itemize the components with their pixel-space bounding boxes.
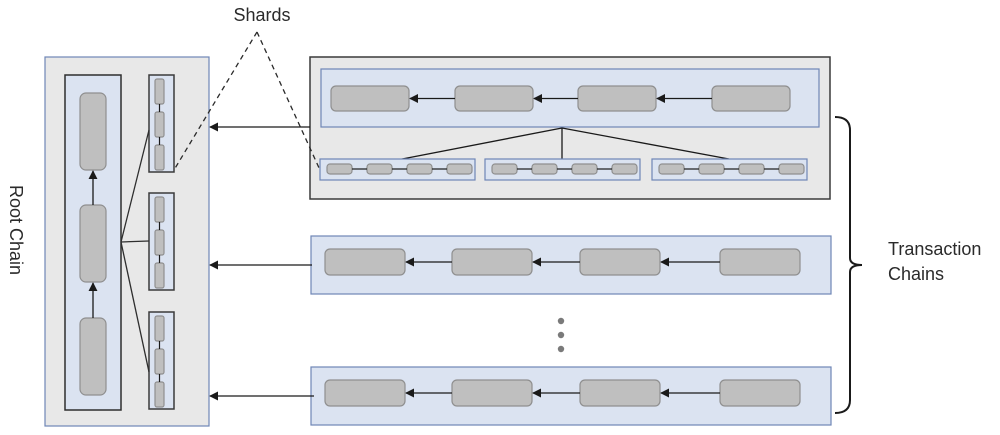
root-shard-block [154, 262, 165, 289]
root-shard-block [154, 111, 165, 138]
transaction-chains-brace [834, 116, 863, 414]
top-chain-block [711, 85, 791, 112]
root-chain-blocks [79, 92, 107, 396]
sub-shard-fan-line [561, 127, 730, 160]
sub-shard-block [491, 163, 518, 175]
sub-shard-fan-line [396, 127, 563, 161]
transaction-block [451, 248, 533, 276]
sub-shard-block [658, 163, 685, 175]
transaction-block [579, 379, 661, 407]
root-shard-block [154, 315, 165, 342]
root-shard-block [154, 229, 165, 256]
ellipsis-dot [557, 345, 565, 353]
root-block [79, 317, 107, 396]
root-fan-line [120, 241, 150, 373]
transaction-block [451, 379, 533, 407]
ellipsis-dot [557, 317, 565, 325]
root-fan-line [120, 129, 150, 243]
root-block [79, 204, 107, 283]
transaction-chains-label-line1: Transaction [888, 239, 981, 259]
root-shard-block [154, 78, 165, 105]
sub-shard-block [366, 163, 393, 175]
shards-dashed-line-right [256, 31, 321, 171]
root-shard-block [154, 196, 165, 223]
root-shard-block [154, 348, 165, 375]
sub-shard-block [326, 163, 353, 175]
sub-shard-block [778, 163, 805, 175]
root-fan-lines [120, 129, 150, 373]
sub-shard-block [698, 163, 725, 175]
sub-shard-block [738, 163, 765, 175]
root-fan-line [120, 240, 150, 243]
root-shard-block [154, 144, 165, 171]
root-shard-groups [148, 74, 175, 410]
transaction-block [719, 379, 801, 407]
sub-shard-block [571, 163, 598, 175]
sub-shard-block [611, 163, 638, 175]
top-chain-block [454, 85, 534, 112]
sub-shards [319, 127, 808, 181]
top-chain-block [577, 85, 657, 112]
transaction-block [719, 248, 801, 276]
sub-shard-block [406, 163, 433, 175]
lower-transaction-chains [310, 235, 832, 426]
top-chain-blocks [330, 85, 791, 112]
root-chain-label: Root Chain [6, 185, 26, 275]
root-block [79, 92, 107, 171]
transaction-block [324, 379, 406, 407]
sub-shard-block [446, 163, 473, 175]
transaction-chains-label-line2: Chains [888, 264, 944, 284]
shards-label: Shards [233, 5, 290, 25]
ellipsis-dots [557, 317, 565, 353]
ellipsis-dot [557, 331, 565, 339]
sub-shard-block [531, 163, 558, 175]
transaction-block [579, 248, 661, 276]
top-chain-block [330, 85, 410, 112]
root-shard-block [154, 381, 165, 408]
transaction-block [324, 248, 406, 276]
